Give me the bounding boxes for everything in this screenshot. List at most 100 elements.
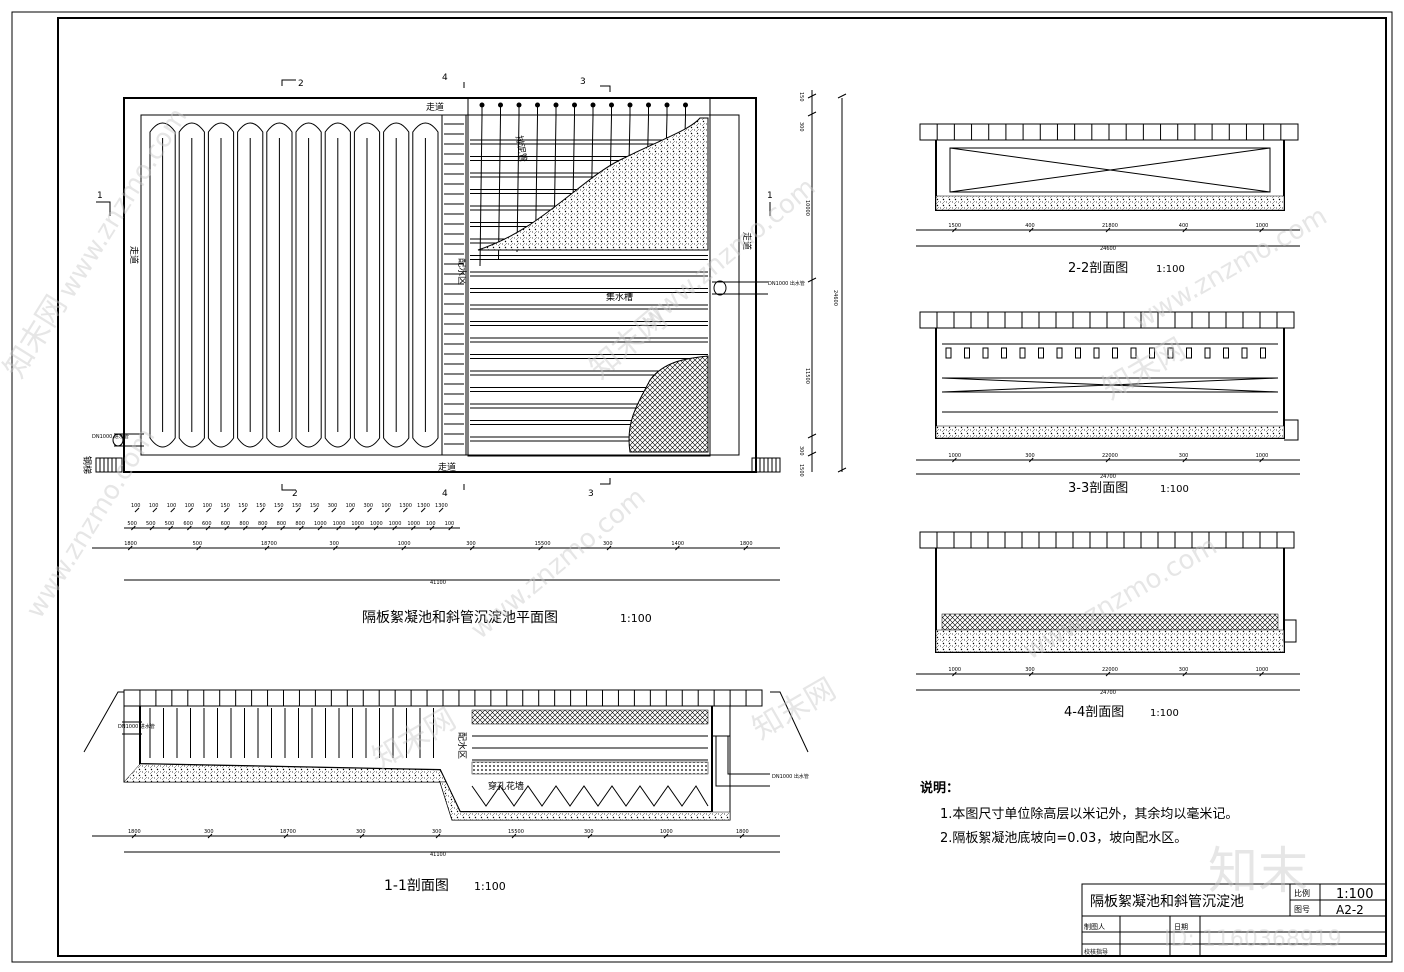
- dim-text: 150: [220, 503, 230, 509]
- dim-text: 1300: [399, 503, 412, 509]
- s44-floor: [935, 629, 1285, 653]
- s33-weir-tooth: [1260, 347, 1266, 359]
- dim-text: 1000: [1256, 223, 1269, 229]
- notes-heading: 说明：: [920, 780, 959, 796]
- dim-text: 1800: [740, 541, 753, 547]
- tb-scale-label: 比例: [1294, 888, 1310, 898]
- s44-outlet: [1283, 619, 1297, 643]
- s33-weir-tooth: [1075, 347, 1081, 359]
- baffle-loop: [237, 122, 264, 448]
- dim-tick: [1259, 457, 1264, 463]
- dim-tick: [168, 525, 174, 531]
- dim-text: 100: [167, 503, 177, 509]
- dim-text: 300: [1179, 667, 1189, 673]
- dim-tick: [241, 507, 247, 513]
- dim-text: 300: [1025, 453, 1035, 459]
- dim-text: 1000: [351, 521, 364, 527]
- s11-labels: DN1000 进水管 DN1000 出水管 配水区 穿孔花墙 41100 180…: [118, 723, 809, 858]
- dim-tick: [333, 545, 338, 551]
- dim-text: 300: [328, 503, 338, 509]
- wm-brand-4: 知末网: [1097, 332, 1192, 407]
- sec-mark-2-top: 2: [298, 79, 304, 89]
- dim-text: 1500: [948, 223, 961, 229]
- dim-text: 22000: [1102, 667, 1118, 673]
- right-dim-text: 300: [798, 122, 804, 132]
- dim-text: 100: [131, 503, 141, 509]
- dim-text: 300: [364, 503, 374, 509]
- dim-tick: [152, 507, 158, 513]
- dim-text: 100: [346, 503, 356, 509]
- s33-weir-tooth: [945, 347, 952, 359]
- dim-text: 1000: [333, 521, 346, 527]
- s44-scale: 1:100: [1150, 708, 1179, 719]
- dim-tick: [1182, 227, 1188, 233]
- baffle-loop: [324, 122, 351, 448]
- dim-tick: [1028, 457, 1034, 463]
- dim-tick: [663, 833, 669, 839]
- dim-tick: [131, 833, 137, 839]
- dim-tick: [420, 507, 426, 513]
- s33-cross: [941, 377, 1279, 393]
- dim-tick: [207, 833, 213, 839]
- dim-tick: [280, 525, 286, 531]
- dim-tick: [1259, 671, 1264, 677]
- dim-tick: [349, 507, 354, 513]
- dim-tick: [224, 507, 229, 513]
- sludge-pipe: [516, 115, 520, 253]
- dim-text: 150: [292, 503, 302, 509]
- dim-text: 500: [193, 541, 203, 547]
- dim-text: 800: [258, 521, 268, 527]
- wm-id: ID: 1160368919: [1164, 927, 1342, 952]
- s44-total: 24700: [1100, 690, 1116, 696]
- dim-tick: [313, 507, 319, 513]
- s22-total: 24600: [1100, 246, 1116, 252]
- section-mark-1: [96, 201, 771, 216]
- baffle-loop: [207, 122, 235, 448]
- dim-text: 150: [238, 503, 248, 509]
- dim-text: 100: [185, 503, 195, 509]
- dim-tick: [952, 227, 957, 233]
- dim-tick: [469, 545, 475, 551]
- dim-tick: [1182, 457, 1188, 463]
- dim-tick: [1182, 671, 1188, 677]
- tb-project: 隔板絮凝池和斜管沉淀池: [1090, 893, 1244, 910]
- dim-tick: [511, 833, 517, 839]
- dim-text: 300: [1025, 667, 1035, 673]
- dim-text: 21800: [1102, 223, 1118, 229]
- baffle-loop: [353, 122, 381, 448]
- s33-weir-tooth: [1204, 347, 1211, 359]
- s11-outlet-label: DN1000 出水管: [772, 773, 809, 780]
- dim-text: 1000: [948, 667, 961, 673]
- s22-scale: 1:100: [1156, 264, 1185, 275]
- s33-weir-tooth: [1056, 347, 1063, 359]
- dim-text: 18700: [280, 829, 296, 835]
- dim-text: 1800: [736, 829, 749, 835]
- note-1: 1.本图尺寸单位除高层以米记外，其余均以毫米记。: [940, 806, 1238, 822]
- dim-tick: [205, 525, 211, 531]
- baffle-loop: [149, 122, 176, 448]
- dim-tick: [743, 545, 749, 551]
- plan-walkway-right: 走道: [741, 232, 753, 250]
- dim-tick: [224, 525, 230, 531]
- dim-tick: [336, 525, 342, 531]
- tube-settler-cutout-upper: [477, 117, 709, 251]
- dim-text: 600: [183, 521, 193, 527]
- dim-tick: [1105, 457, 1111, 463]
- dim-text: 1300: [417, 503, 430, 509]
- s11-troughs: [472, 735, 708, 761]
- dim-text: 1000: [389, 521, 402, 527]
- right-dim-text: 1500: [798, 464, 804, 477]
- tube-settler-cutout-lower: [628, 355, 709, 453]
- dim-tick: [354, 525, 360, 531]
- dim-tick: [410, 525, 416, 531]
- dim-text: 600: [221, 521, 231, 527]
- s11-dim-lines: [92, 835, 780, 853]
- s22-cross: [949, 147, 1271, 193]
- dim-tick: [385, 507, 390, 513]
- sec-mark-4-top: 4: [442, 73, 448, 83]
- dim-tick: [242, 525, 248, 531]
